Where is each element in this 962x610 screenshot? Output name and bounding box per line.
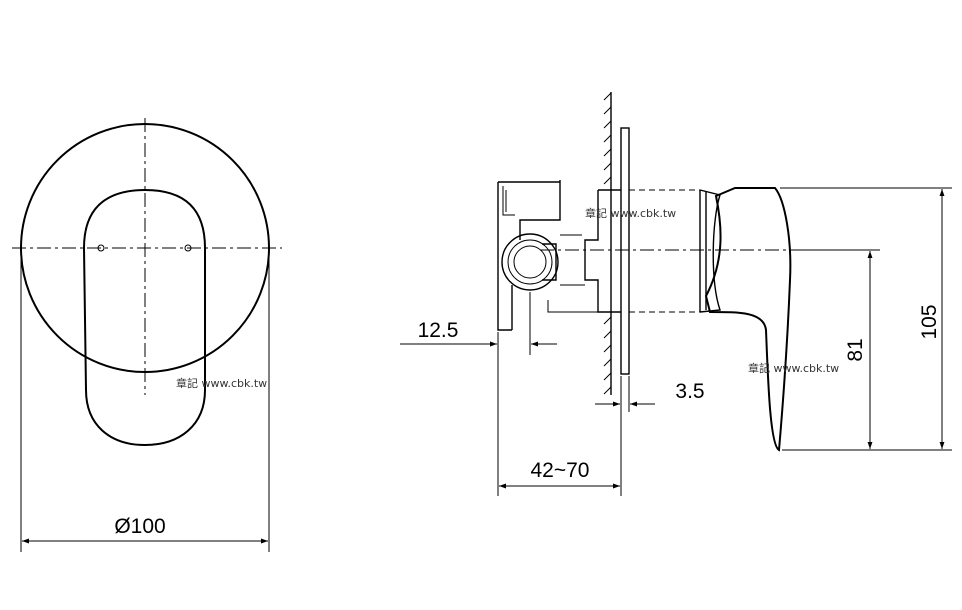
lever-height-label: 81 [844,338,867,361]
depth-label: 42~70 [531,459,590,482]
front-view: Ø100 章記 www.cbk.tw [12,118,282,552]
watermark-middle: 章記 www.cbk.tw [585,206,676,220]
side-view: 12.5 3.5 42~70 81 105 章記 www.cbk.tw 章記 w… [400,92,952,496]
front-lever-handle [82,188,206,447]
total-height-label: 105 [918,304,941,339]
offset-label: 12.5 [418,319,459,342]
cartridge-outer [501,233,559,291]
watermark-right: 章記 www.cbk.tw [748,361,839,375]
cartridge-inner [513,245,547,279]
cartridge-cap [542,243,557,281]
side-lever-profile [704,187,792,452]
plate-label: 3.5 [675,380,704,403]
cartridge-mid [507,239,553,285]
valve-inner-lines [502,186,598,313]
valve-housing [497,180,561,331]
watermark-left: 章記 www.cbk.tw [176,376,267,390]
handle-dot-left [97,244,105,252]
diameter-label: Ø100 [114,515,165,538]
cover-plate [620,127,630,375]
handle-dot-right [184,244,192,252]
spindle-sleeve [699,189,721,313]
wall-hatching [603,92,612,395]
